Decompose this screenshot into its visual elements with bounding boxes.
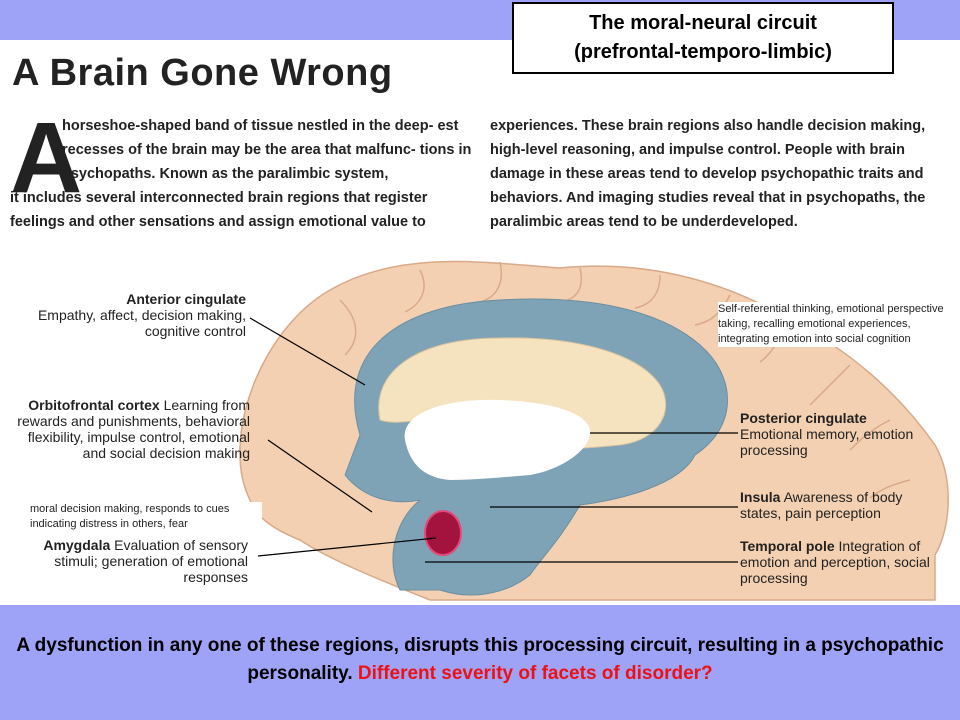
anterior-cingulate-name: Anterior cingulate: [126, 291, 246, 307]
brain-ventricle: [404, 399, 591, 480]
label-anterior-cingulate: Anterior cingulate Empathy, affect, deci…: [10, 291, 246, 339]
label-insula: Insula Awareness of body states, pain pe…: [740, 489, 930, 521]
posterior-cingulate-name: Posterior cingulate: [740, 410, 867, 426]
label-temporal-pole: Temporal pole Integration of emotion and…: [740, 538, 940, 586]
anterior-cingulate-desc: Empathy, affect, decision making, cognit…: [37, 307, 246, 339]
posterior-cingulate-desc: Emotional memory, emotion processing: [740, 426, 914, 458]
slide-title: The moral-neural circuit (prefrontal-tem…: [512, 2, 894, 74]
label-posterior-cingulate: Posterior cingulate Emotional memory, em…: [740, 410, 915, 458]
intro-text-left-1: horseshoe-shaped band of tissue nestled …: [62, 118, 472, 182]
drop-cap: A: [10, 102, 83, 214]
footer-text: A dysfunction in any one of these region…: [0, 632, 960, 688]
note-amygdala: moral decision making, responds to cues …: [30, 502, 262, 532]
temporal-pole-desc: Integration of emotion and perception, s…: [740, 538, 930, 586]
intro-text-right: experiences. These brain regions also ha…: [490, 118, 926, 230]
insula-desc: Awareness of body states, pain perceptio…: [740, 489, 903, 521]
article-headline: A Brain Gone Wrong: [12, 52, 393, 94]
bottom-banner: [0, 605, 960, 720]
leader-orbitofrontal: [267, 439, 373, 513]
label-amygdala: Amygdala Evaluation of sensory stimuli; …: [10, 537, 248, 585]
amygdala-name: Amygdala: [43, 537, 111, 553]
orbitofrontal-name: Orbitofrontal cortex: [28, 397, 160, 413]
footer-question: Different severity of facets of disorder…: [357, 663, 713, 684]
amygdala-highlight: [424, 510, 462, 556]
orbitofrontal-desc: Learning from rewards and punishments, b…: [17, 397, 250, 461]
note-posterior: Self-referential thinking, emotional per…: [718, 302, 956, 347]
temporal-pole-name: Temporal pole: [740, 538, 835, 554]
label-orbitofrontal: Orbitofrontal cortex Learning from rewar…: [10, 397, 250, 461]
leader-anterior-cingulate: [249, 317, 366, 386]
insula-name: Insula: [740, 489, 781, 505]
intro-text-left-2: it includes several interconnected brain…: [10, 190, 428, 230]
amygdala-desc: Evaluation of sensory stimuli; generatio…: [54, 537, 248, 585]
gyri-lines: [339, 261, 911, 499]
title-line-1: The moral-neural circuit: [589, 12, 817, 34]
footer-main: A dysfunction in any one of these region…: [16, 635, 944, 684]
leader-amygdala: [257, 537, 437, 557]
title-line-2: (prefrontal-temporo-limbic): [574, 41, 832, 63]
